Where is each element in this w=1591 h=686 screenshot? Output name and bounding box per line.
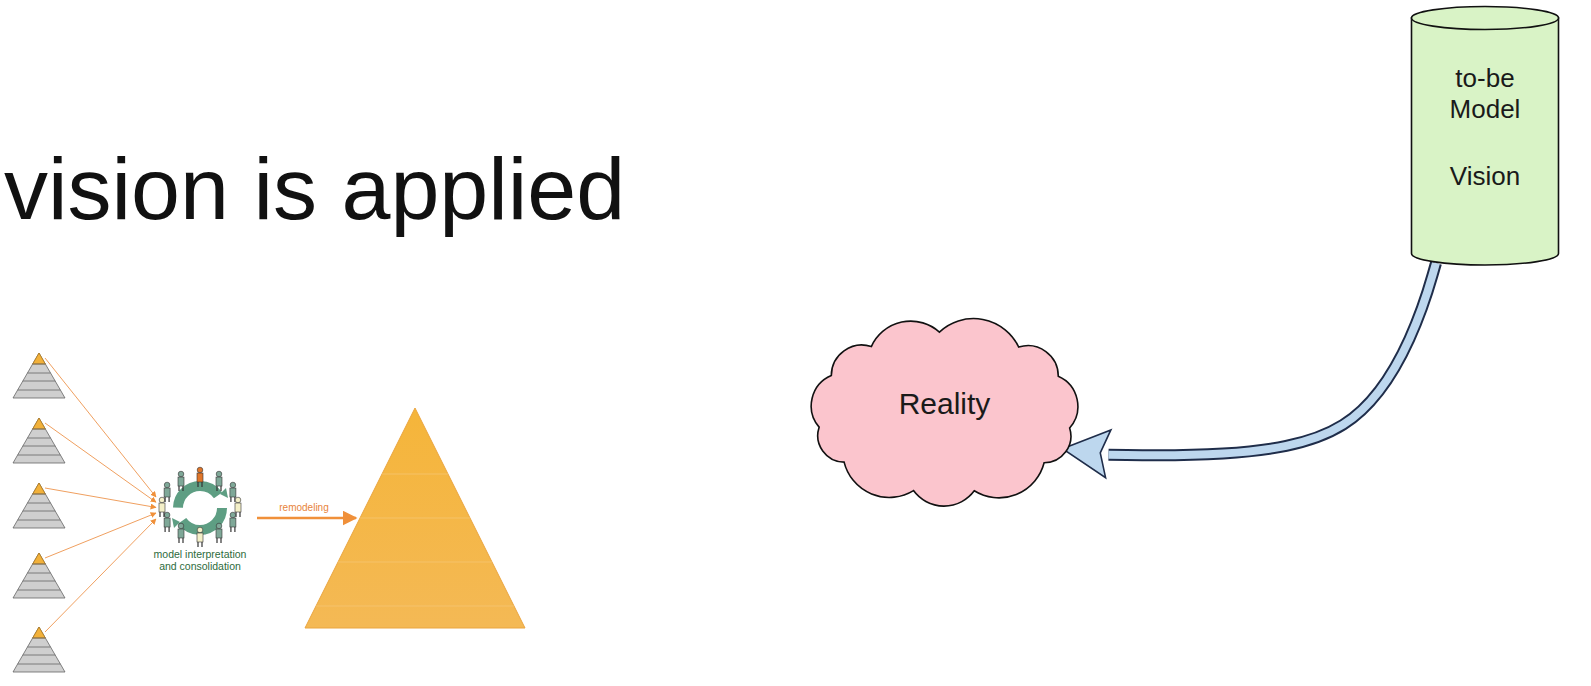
block-arrow xyxy=(1063,263,1437,478)
cloud-shape: Reality xyxy=(797,312,1092,513)
icon-caption: model interpretation and consolidation xyxy=(150,548,250,572)
people-circle-icon xyxy=(159,467,241,547)
pyramid-icons xyxy=(13,353,65,672)
slide-title: vision is applied xyxy=(4,138,625,239)
feed-arrows xyxy=(45,358,156,632)
node-text: Reality xyxy=(899,386,991,422)
node-text: to-be Model xyxy=(1440,63,1530,125)
shape-outline xyxy=(1410,5,1560,268)
model-pyramid xyxy=(305,408,525,628)
node-text: Vision xyxy=(1450,161,1520,192)
remodel-arrow xyxy=(257,517,356,520)
database-cylinder: to-be ModelVision xyxy=(1410,5,1560,268)
arrow-label: remodeling xyxy=(264,502,344,514)
